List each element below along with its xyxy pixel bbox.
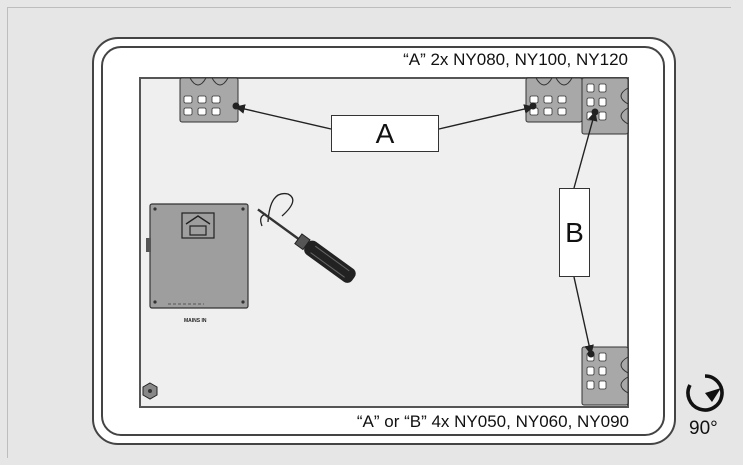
bracket-b-bottom-right (581, 346, 629, 406)
label-b-box: B (559, 188, 590, 277)
bracket-a-top-left (179, 77, 239, 123)
label-a-box: A (331, 115, 439, 152)
rotate-clockwise-icon (686, 374, 724, 412)
caption-a-or-b-models: “A” or “B” 4x NY050, NY060, NY090 (356, 412, 629, 431)
bracket-b-top-right (581, 77, 629, 135)
label-b-text: B (565, 216, 584, 248)
arrow-b-bottom (573, 276, 594, 355)
control-unit (146, 203, 249, 309)
arrow-a-left (235, 104, 332, 130)
mains-in-label: MAINS IN (184, 318, 207, 324)
cable-gland (142, 382, 158, 400)
arrow-b-top (573, 111, 598, 189)
turn-arrow (267, 192, 294, 223)
rotation-angle-label: 90° (689, 418, 718, 439)
screw-point (529, 102, 537, 110)
caption-a-models: “A” 2x NY080, NY100, NY120 (403, 50, 628, 69)
label-a-text: A (375, 117, 395, 149)
screw-point (232, 102, 240, 110)
screwdriver-icon (257, 208, 356, 283)
arrow-a-right (438, 104, 534, 130)
bracket-a-top-right (525, 77, 583, 123)
